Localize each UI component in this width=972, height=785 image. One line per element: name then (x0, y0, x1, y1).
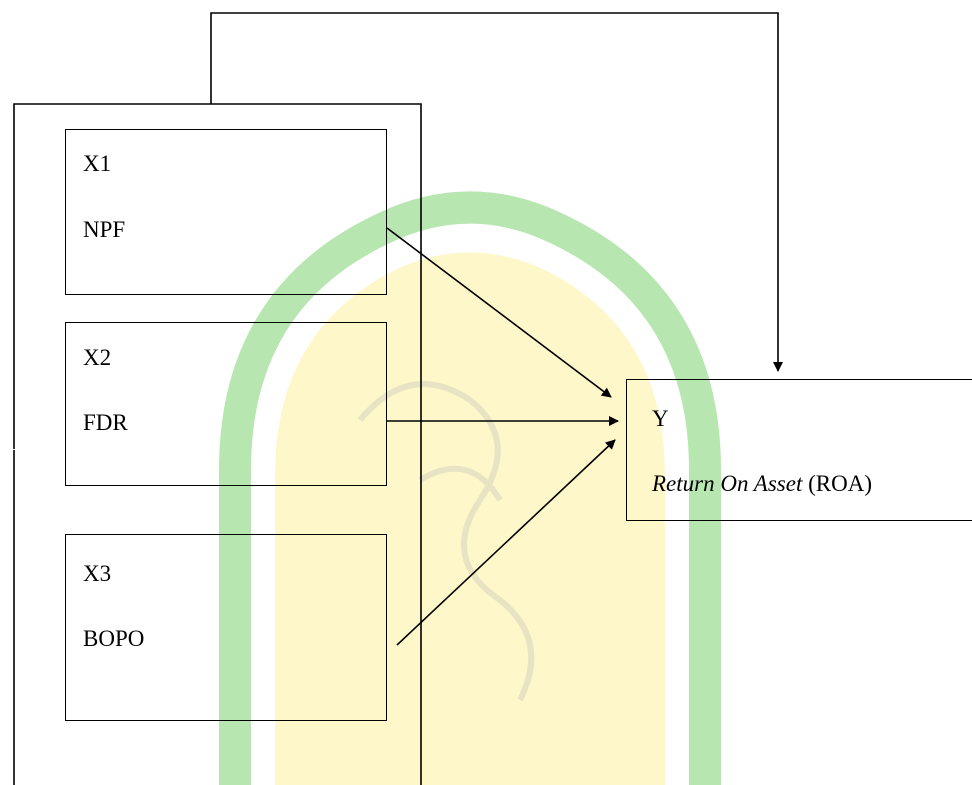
arrow-x3-y (396, 439, 616, 646)
box-x2 (65, 322, 387, 486)
watermark-ornament (357, 381, 535, 702)
y-name-suffix: (ROA) (802, 471, 872, 496)
box-y (626, 379, 972, 521)
y-code-label: Y (652, 406, 669, 431)
box-x1 (65, 129, 387, 295)
x2-code-label: X2 (83, 345, 112, 370)
arrow-x1-y (386, 227, 612, 398)
x1-name-label: NPF (83, 217, 126, 242)
y-name-label: Return On Asset (ROA) (652, 472, 872, 495)
watermark-green-outline (219, 191, 721, 785)
simultaneous-bracket (13, 103, 422, 785)
box-x3 (65, 534, 387, 721)
x1-code-label: X1 (83, 151, 112, 176)
y-name-italic: Return On Asset (652, 471, 803, 496)
simultaneous-arrow (210, 12, 783, 372)
x3-code-label: X3 (83, 561, 112, 586)
x2-name-label: FDR (83, 410, 128, 435)
x3-name-label: BOPO (83, 626, 145, 651)
